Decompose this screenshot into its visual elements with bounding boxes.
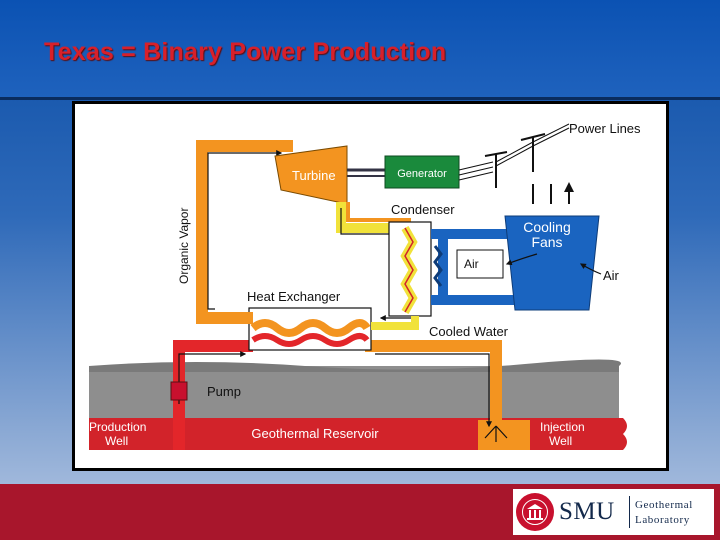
power-pole-1 [484,151,508,188]
smu-logo: SMU Geothermal Laboratory [513,489,714,535]
rising-air-arrows [532,184,569,204]
injection-well-label: Injection [540,420,585,434]
heat-exchanger-label: Heat Exchanger [247,289,341,304]
diagram-frame: Geothermal Reservoir Production Well Inj… [72,101,669,471]
cooled-water-label: Cooled Water [429,324,509,339]
organic-vapor-flow-arrow [207,150,283,310]
building-icon [527,504,543,520]
pump-label: Pump [207,384,241,399]
power-pole-2 [520,133,546,172]
generator [384,155,460,189]
header-band [0,0,720,98]
cooled-water-flow-arrow [375,353,492,428]
logo-name: SMU [559,498,615,525]
production-well-label-2: Well [105,434,128,448]
exhaust-flow-arrow [340,208,399,237]
production-well-label: Production [89,420,146,434]
cooling-tower [504,215,600,311]
injection-well-label-2: Well [549,434,572,448]
cooling-fans-label: Cooling [523,219,570,235]
organic-vapor-label: Organic Vapor [177,208,191,284]
pump [170,381,188,401]
smu-seal-icon [516,493,554,531]
hot-water-pipe [173,340,253,450]
cooling-fans-label-2: Fans [531,234,562,250]
organic-vapor-pipe [196,140,293,324]
air-inlet [456,249,504,279]
air-inner-label: Air [464,257,479,271]
generator-label: Generator [397,168,447,180]
air-outer-label: Air [603,268,620,283]
injection-spread-arrows [484,425,508,442]
binary-power-plant-diagram: Geothermal Reservoir Production Well Inj… [89,121,641,450]
logo-divider [629,496,630,528]
condenser-label: Condenser [391,202,455,217]
power-line-wires [495,123,570,167]
cooled-water-pipe [365,340,502,434]
slide-title: Texas = Binary Power Production [44,38,447,66]
logo-sub-line2: Laboratory [635,514,690,526]
condensate-return-pipe [371,316,419,330]
turbine-label: Turbine [292,168,336,183]
heat-exchanger-coil-organic [250,319,371,337]
ground-texture [89,359,622,372]
power-lines-label: Power Lines [569,121,641,136]
ground-layer [89,366,619,418]
generator-wires [458,161,494,181]
header-rule [0,97,720,100]
geothermal-reservoir-label: Geothermal Reservoir [251,426,379,441]
heat-exchanger-coil-water [251,333,370,347]
diagram-canvas: Geothermal Reservoir Production Well Inj… [75,104,666,468]
logo-sub-line1: Geothermal [635,499,693,511]
